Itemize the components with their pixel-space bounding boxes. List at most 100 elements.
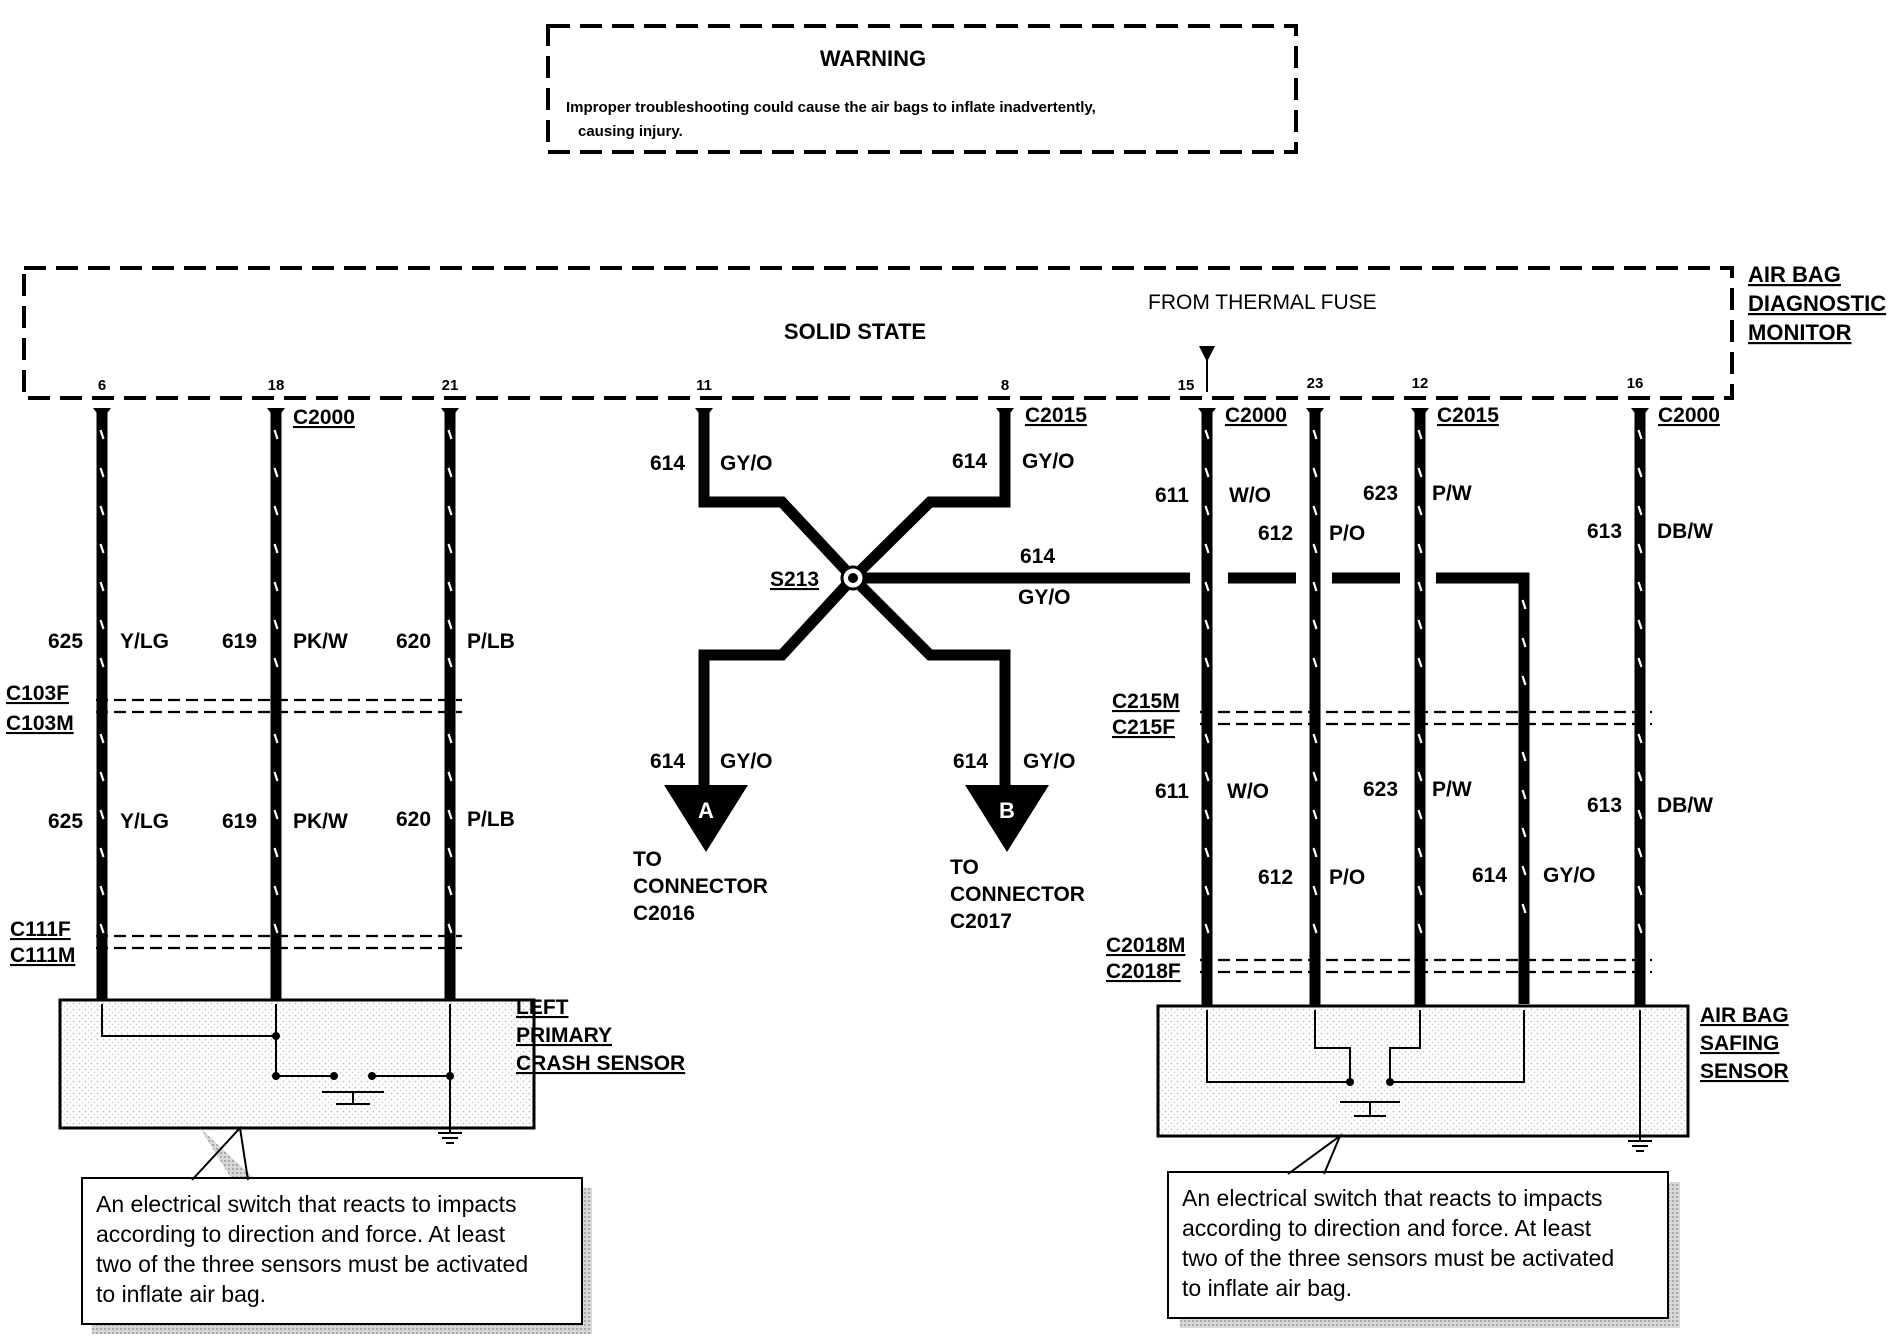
right-623-circuit-upper: 623	[1363, 482, 1398, 505]
from-thermal-fuse-label: FROM THERMAL FUSE	[1148, 291, 1377, 314]
right-611-circuit-upper: 611	[1155, 484, 1189, 507]
branch-a-circuit: 614	[650, 750, 685, 773]
left-callout: An electrical switch that reacts to impa…	[81, 1125, 592, 1334]
thermal-fuse-arrow-icon	[1199, 346, 1215, 362]
right-613-circuit-upper: 613	[1587, 520, 1622, 543]
left-c3-circuit-lower: 620	[396, 808, 431, 831]
right-callout-line3: two of the three sensors must be activat…	[1182, 1245, 1614, 1271]
right-612-circuit-lower: 612	[1258, 866, 1293, 889]
module-name-line3: MONITOR	[1748, 320, 1852, 345]
left-primary-crash-sensor	[58, 998, 536, 1144]
right-613-color-lower: DB/W	[1657, 794, 1713, 817]
branch-a-connector-id: C2016	[633, 902, 695, 925]
connector-c111f: C111F	[10, 918, 71, 941]
air-bag-safing-sensor	[1156, 1004, 1690, 1152]
branch-b-to: TO	[950, 856, 979, 879]
left-sensor-line3: CRASH SENSOR	[516, 1052, 685, 1075]
left-wires	[96, 412, 456, 1004]
air-bag-diagnostic-monitor: SOLID STATE FROM THERMAL FUSE AIR BAG DI…	[22, 262, 1886, 400]
warning-title: WARNING	[820, 46, 926, 71]
pin-12: 12	[1412, 375, 1429, 392]
splice-color: GY/O	[1018, 586, 1071, 609]
wire-color-614-a: GY/O	[720, 452, 773, 475]
wire-label-614-a: 614	[650, 452, 685, 475]
branch-a-color: GY/O	[720, 750, 773, 773]
right-612-color-upper: P/O	[1329, 522, 1365, 545]
wire-color-614-b: GY/O	[1022, 450, 1075, 473]
left-c1-color-lower: Y/LG	[120, 810, 169, 833]
ground-icon	[438, 1128, 462, 1144]
right-sensor-line3: SENSOR	[1700, 1060, 1789, 1083]
module-name-line1: AIR BAG	[1748, 262, 1841, 287]
connector-c111m: C111M	[10, 944, 75, 967]
left-callout-line1: An electrical switch that reacts to impa…	[96, 1191, 517, 1217]
left-c2-color-upper: PK/W	[293, 630, 348, 653]
wire-terminals	[93, 408, 1649, 420]
right-623-color-lower: P/W	[1432, 778, 1472, 801]
left-inline-connectors	[96, 698, 462, 950]
ground-icon	[1628, 1136, 1652, 1152]
splice-circuit: 614	[1020, 545, 1055, 568]
connector-c2015-right: C2015	[1437, 404, 1499, 427]
connector-c2000-right1: C2000	[1225, 404, 1287, 427]
branch-a-connector: CONNECTOR	[633, 875, 768, 898]
module-name-line2: DIAGNOSTIC	[1748, 291, 1886, 316]
right-614-circuit-lower: 614	[1472, 864, 1507, 887]
right-623-circuit-lower: 623	[1363, 778, 1398, 801]
warning-text-line2: causing injury.	[578, 123, 683, 140]
pin-8: 8	[1001, 377, 1009, 394]
connector-c2018m: C2018M	[1106, 934, 1185, 957]
left-c2-color-lower: PK/W	[293, 810, 348, 833]
connector-b-letter: B	[999, 798, 1015, 823]
left-c1-circuit-lower: 625	[48, 810, 83, 833]
right-613-color-upper: DB/W	[1657, 520, 1713, 543]
branch-b-connector: CONNECTOR	[950, 883, 1085, 906]
branch-b-color: GY/O	[1023, 750, 1076, 773]
left-c2-circuit-lower: 619	[222, 810, 257, 833]
branch-b-connector-id: C2017	[950, 910, 1012, 933]
left-sensor-line1: LEFT	[516, 996, 569, 1019]
solid-state-label: SOLID STATE	[784, 319, 926, 344]
pin-18: 18	[268, 377, 285, 394]
left-c1-color-upper: Y/LG	[120, 630, 169, 653]
left-c1-circuit-upper: 625	[48, 630, 83, 653]
left-c2-circuit-upper: 619	[222, 630, 257, 653]
wire-stripes	[99, 429, 1643, 934]
left-c3-circuit-upper: 620	[396, 630, 431, 653]
left-c3-color-lower: P/LB	[467, 808, 515, 831]
left-callout-line3: two of the three sensors must be activat…	[96, 1251, 528, 1277]
connector-c2018f: C2018F	[1106, 960, 1181, 983]
right-614-color-lower: GY/O	[1543, 864, 1596, 887]
warning-text-line1: Improper troubleshooting could cause the…	[566, 99, 1096, 116]
right-611-circuit-lower: 611	[1155, 780, 1189, 803]
warning-box: WARNING Improper troubleshooting could c…	[546, 24, 1298, 154]
pin-11: 11	[696, 377, 712, 394]
connector-a-letter: A	[698, 798, 714, 823]
connector-c215f: C215F	[1112, 716, 1175, 739]
connector-b-arrow-icon	[965, 785, 1049, 852]
right-callout-line2: according to direction and force. At lea…	[1182, 1215, 1592, 1241]
right-611-color-upper: W/O	[1229, 484, 1271, 507]
right-612-circuit-upper: 612	[1258, 522, 1293, 545]
splice-wires	[698, 412, 1530, 1004]
left-c3-color-upper: P/LB	[467, 630, 515, 653]
left-sensor-line2: PRIMARY	[516, 1024, 612, 1047]
pin-6: 6	[98, 377, 106, 394]
branch-b-circuit: 614	[953, 750, 988, 773]
right-613-circuit-lower: 613	[1587, 794, 1622, 817]
pin-16: 16	[1627, 375, 1644, 392]
splice-label: S213	[770, 568, 819, 591]
left-callout-line4: to inflate air bag.	[96, 1281, 266, 1307]
left-callout-line2: according to direction and force. At lea…	[96, 1221, 506, 1247]
right-612-color-lower: P/O	[1329, 866, 1365, 889]
pin-21: 21	[442, 377, 459, 394]
right-callout-line4: to inflate air bag.	[1182, 1275, 1352, 1301]
connector-a-arrow-icon	[664, 785, 748, 852]
connector-c2000-left: C2000	[293, 406, 355, 429]
connector-c2000-right2: C2000	[1658, 404, 1720, 427]
right-611-color-lower: W/O	[1227, 780, 1269, 803]
pin-23: 23	[1307, 375, 1324, 392]
connector-c215m: C215M	[1112, 690, 1180, 713]
right-callout: An electrical switch that reacts to impa…	[1167, 1133, 1680, 1328]
